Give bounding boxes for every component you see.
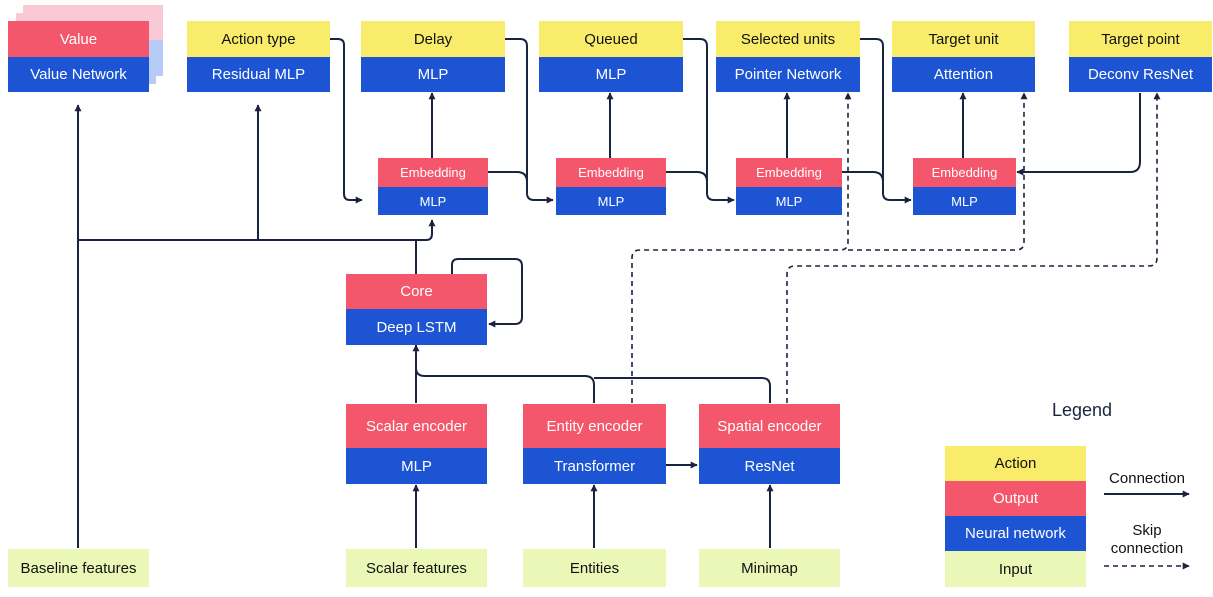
value-output: Value [8, 21, 149, 57]
spatial-encoder-network: ResNet [699, 448, 840, 484]
delay-output: Delay [361, 21, 505, 57]
embedding-4-output: Embedding [913, 158, 1016, 187]
embedding-1-output: Embedding [378, 158, 488, 187]
target-unit-network: Attention [892, 57, 1035, 92]
legend-network-swatch: Neural network [945, 516, 1086, 551]
target-point-output: Target point [1069, 21, 1212, 57]
target-point-to-embedding4-connection [1016, 93, 1141, 176]
embedding-2-output: Embedding [556, 158, 666, 187]
value-network: Value Network [8, 57, 149, 92]
entity-skip-to-target-unit-connection [848, 92, 1028, 251]
embedding-1-network: MLP [378, 187, 488, 215]
queued-output: Queued [539, 21, 683, 57]
embedding1-to-embedding2-connection [487, 171, 528, 183]
core-to-embedding1-connection [416, 219, 436, 241]
legend-input-swatch: Input [945, 551, 1086, 587]
legend-skip-label-line1: Skip [1132, 522, 1162, 539]
target-unit-output: Target unit [892, 21, 1035, 57]
scalar-encoder-output: Scalar encoder [346, 404, 487, 448]
core-recurrent-connection [451, 258, 523, 328]
selected-units-network: Pointer Network [716, 57, 860, 92]
embedding-3-output: Embedding [736, 158, 842, 187]
selected-units-output: Selected units [716, 21, 860, 57]
minimap-input: Minimap [699, 549, 840, 587]
embedding-4-network: MLP [913, 187, 1016, 215]
entities-input: Entities [523, 549, 666, 587]
action-type-network: Residual MLP [187, 57, 330, 92]
queued-to-embedding3-connection [683, 38, 735, 204]
embedding-3-network: MLP [736, 187, 842, 215]
entity-skip-connection [631, 92, 852, 403]
entity-encoder-to-core-connection [415, 367, 595, 403]
entity-encoder-output: Entity encoder [523, 404, 666, 448]
spatial-skip-connection [786, 92, 1161, 403]
legend-title: Legend [1052, 400, 1113, 420]
queued-network: MLP [539, 57, 683, 92]
embedding3-to-embedding4-connection [842, 171, 884, 183]
embedding2-to-embedding3-connection [666, 171, 708, 183]
scalar-encoder-network: MLP [346, 448, 487, 484]
baseline-features-input: Baseline features [8, 549, 149, 587]
spatial-encoder-output: Spatial encoder [699, 404, 840, 448]
embedding-2-network: MLP [556, 187, 666, 215]
legend-output-swatch: Output [945, 481, 1086, 516]
legend-connection-label: Connection [1109, 470, 1185, 487]
scalar-features-input: Scalar features [346, 549, 487, 587]
action-type-output: Action type [187, 21, 330, 57]
selected-units-to-embedding4-connection [860, 38, 912, 204]
spatial-encoder-to-core-connection [594, 377, 771, 403]
core-network: Deep LSTM [346, 309, 487, 345]
action-type-to-embedding1-connection [330, 38, 363, 204]
legend-action-swatch: Action [945, 446, 1086, 481]
delay-network: MLP [361, 57, 505, 92]
delay-to-embedding2-connection [505, 38, 554, 204]
entity-encoder-network: Transformer [523, 448, 666, 484]
legend-skip-label-line2: connection [1110, 540, 1184, 557]
core-to-heads-connection [78, 239, 417, 274]
core-output: Core [346, 274, 487, 309]
target-point-network: Deconv ResNet [1069, 57, 1212, 92]
